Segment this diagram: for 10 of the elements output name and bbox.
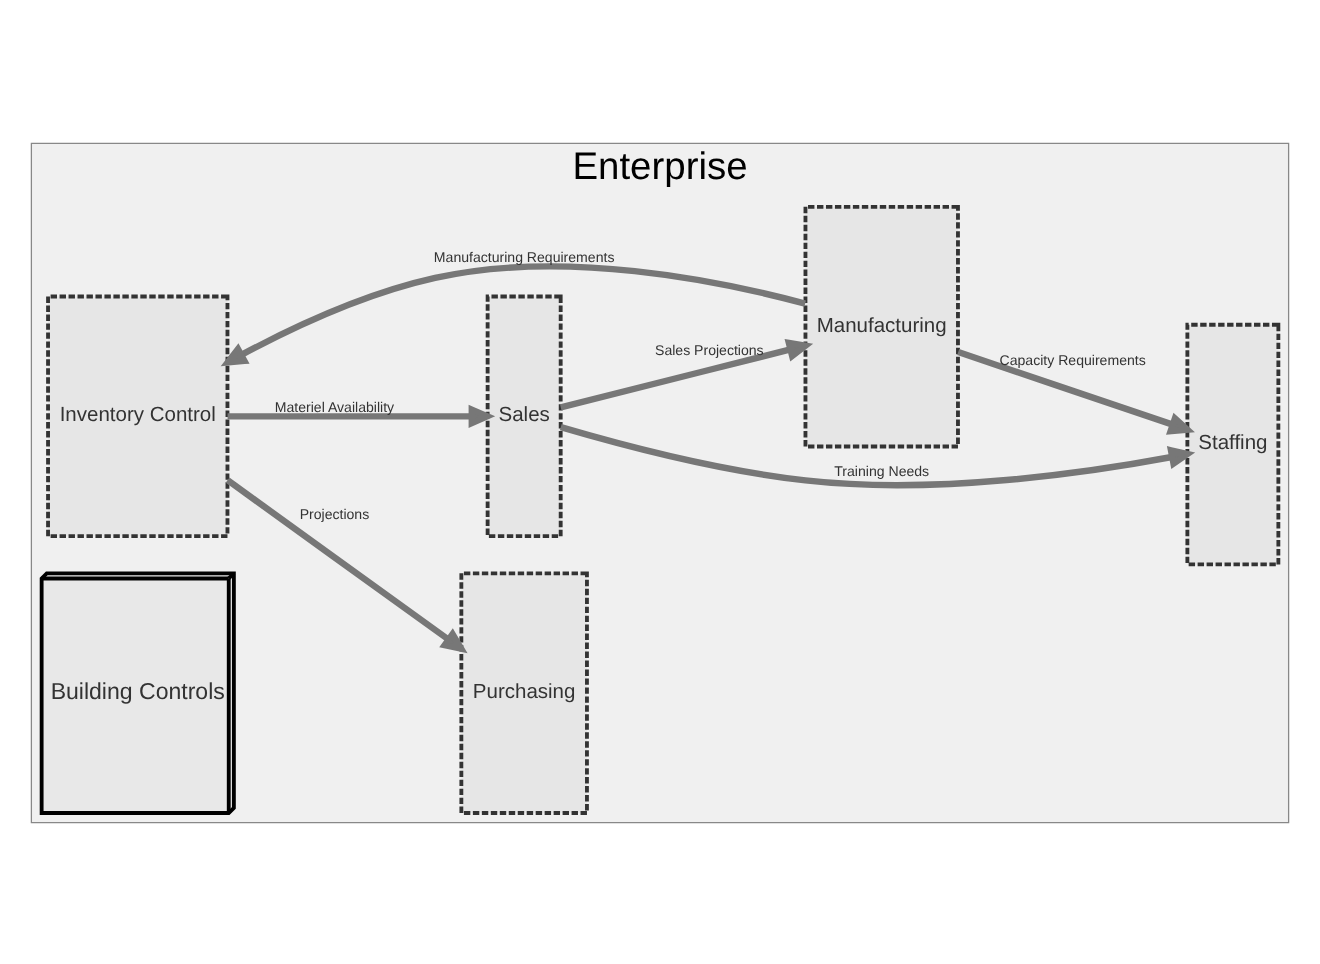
node-box: Manufacturing: [803, 203, 960, 448]
arrow: [560, 337, 814, 410]
node-box: Staffing: [1185, 321, 1281, 566]
arrow: [227, 403, 496, 427]
arrow: [957, 348, 1195, 434]
arrow: [559, 423, 1196, 488]
node-box: Purchasing: [459, 570, 589, 814]
node-box: Sales: [485, 293, 563, 538]
node-box: Inventory Control: [46, 293, 230, 538]
arrow: [220, 262, 806, 366]
